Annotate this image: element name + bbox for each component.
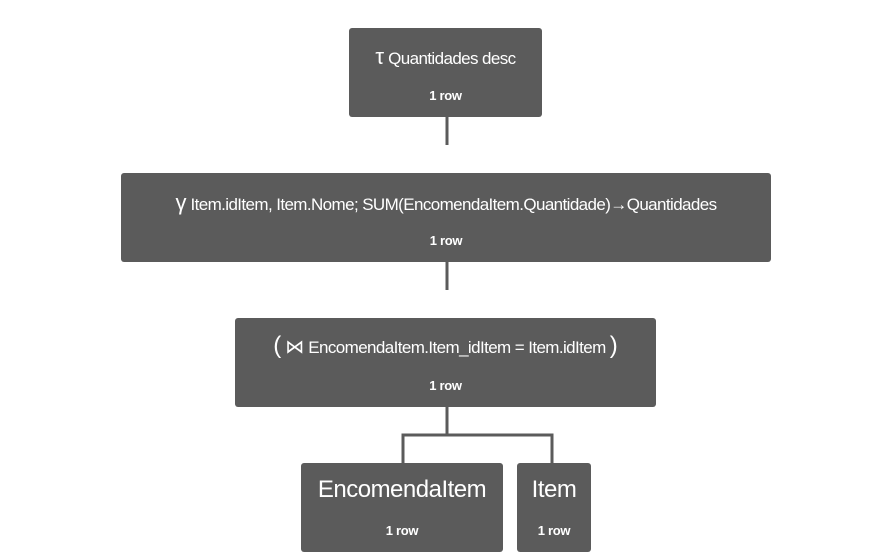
join-row-count: 1 row — [429, 378, 462, 393]
group-row-count: 1 row — [429, 233, 463, 248]
sort-expression: Quantidades desc — [388, 49, 516, 68]
relation-item-node[interactable]: Item 1 row — [517, 463, 591, 552]
join-node[interactable]: (⋈EncomendaItem.Item_idItem = Item.idIte… — [235, 318, 656, 407]
group-operator-symbol: γ — [175, 190, 187, 215]
group-expression: Item.idItem, Item.Nome; SUM(EncomendaIte… — [190, 195, 717, 214]
relation-item-row-count: 1 row — [537, 523, 571, 538]
sort-row-count: 1 row — [429, 88, 462, 103]
relation-encomendaitem-row-count: 1 row — [385, 523, 419, 538]
relation-encomendaitem-name: EncomendaItem — [317, 476, 487, 503]
join-condition: EncomendaItem.Item_idItem = Item.idItem — [308, 338, 606, 357]
join-operator-symbol: ⋈ — [285, 337, 305, 358]
relation-encomendaitem-node[interactable]: EncomendaItem 1 row — [301, 463, 503, 552]
relation-item-name: Item — [531, 476, 577, 503]
join-open-paren: ( — [273, 332, 282, 359]
sort-operator-symbol: τ — [375, 44, 385, 69]
join-node-title: (⋈EncomendaItem.Item_idItem = Item.idIte… — [235, 332, 656, 360]
edge-join-right — [447, 433, 554, 463]
join-close-paren: ) — [609, 332, 618, 359]
edge-join-left — [401, 433, 447, 463]
